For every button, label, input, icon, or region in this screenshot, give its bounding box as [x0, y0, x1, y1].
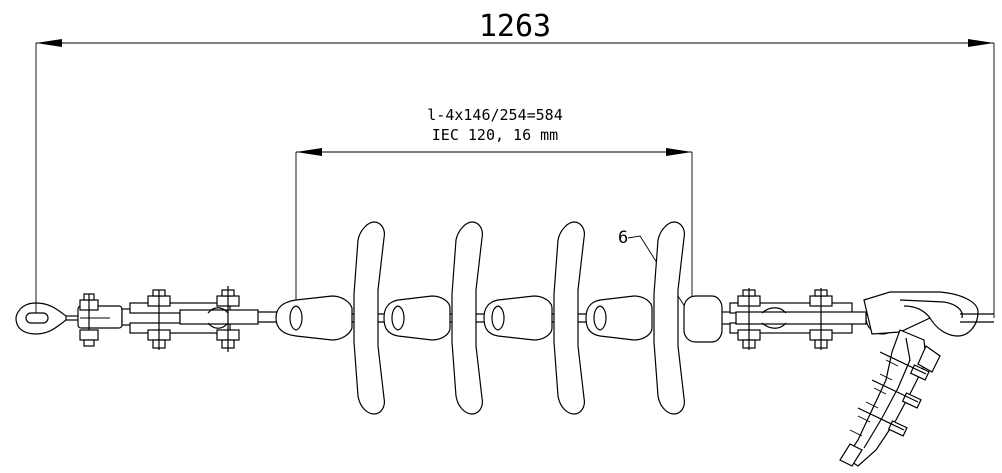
overall-dimension: 1263: [35, 9, 995, 318]
arrow-right-icon: [666, 148, 692, 156]
hex-bolt: [79, 293, 110, 347]
insulator-disc: [553, 221, 585, 415]
hex-bolt: [737, 288, 761, 350]
overall-length-label: 1263: [479, 9, 551, 44]
insulator-unit: [483, 221, 585, 415]
hex-bolt: [879, 351, 930, 381]
insulator-cap: [383, 295, 451, 341]
left-hardware-chain: [77, 286, 288, 352]
hex-bolt: [216, 286, 240, 352]
insulator-dimension: l-4x146/254=584 IEC 120, 16 mm: [295, 106, 693, 310]
insulator-disc: [451, 221, 483, 415]
hex-bolt: [809, 288, 833, 350]
insulator-formula-label: l-4x146/254=584: [427, 106, 562, 124]
insulator-unit: [275, 221, 385, 415]
hex-bolt: [857, 407, 908, 437]
insulator-cap: [585, 295, 653, 341]
arrow-left-icon: [296, 148, 322, 156]
arrow-left-icon: [36, 39, 62, 47]
insulator-standard-label: IEC 120, 16 mm: [432, 126, 558, 144]
insulator-disc: [653, 221, 685, 415]
insulator-unit: [585, 221, 685, 415]
eye-link: [15, 302, 80, 335]
insulator-disc: [353, 221, 385, 415]
suspension-clamp: [839, 291, 994, 467]
right-hardware-chain: [729, 288, 867, 350]
insulator-cap: [275, 295, 353, 341]
hex-bolt: [871, 379, 922, 409]
insulator-string: [275, 221, 685, 415]
insulator-unit: [383, 221, 483, 415]
hex-bolt: [147, 289, 171, 350]
callout-number: 6: [618, 228, 628, 248]
arrow-right-icon: [968, 39, 994, 47]
insulator-cap: [483, 295, 553, 341]
